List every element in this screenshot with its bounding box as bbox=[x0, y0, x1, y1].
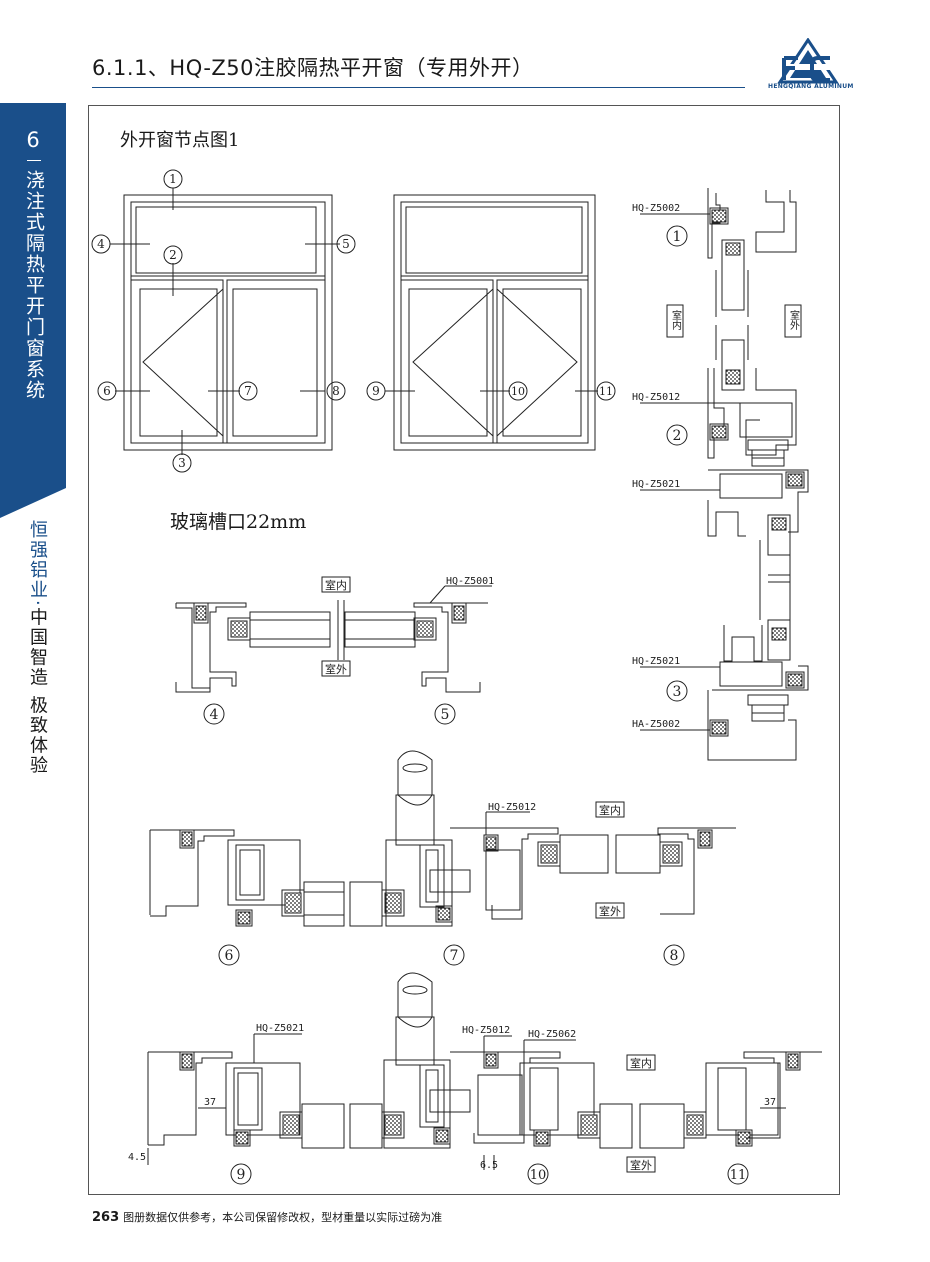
chapter-tab bbox=[0, 103, 66, 518]
node-3-label: 3 bbox=[178, 456, 186, 470]
window-elevation-left bbox=[123, 194, 333, 451]
section-8-label: 8 bbox=[670, 948, 679, 964]
node-circles bbox=[91, 169, 749, 1185]
brand-name: 恒强铝业 bbox=[27, 520, 48, 600]
dim-45: 4.5 bbox=[128, 1152, 146, 1163]
outdoor-label-678: 室外 bbox=[599, 904, 621, 918]
page-number: 263 bbox=[92, 1210, 120, 1225]
node-9-label: 9 bbox=[372, 384, 380, 398]
node-8-label: 8 bbox=[332, 384, 340, 398]
node-10-label: 10 bbox=[511, 385, 525, 398]
section-3-label: 3 bbox=[673, 684, 682, 700]
window-elevation-right bbox=[393, 194, 596, 451]
node-4-label: 4 bbox=[97, 237, 105, 251]
footer-note: 图册数据仅供参考，本公司保留修改权，型材重量以实际过磅为准 bbox=[123, 1211, 443, 1224]
indoor-label-vertical: 室内 bbox=[670, 309, 682, 331]
section-9-10-11 bbox=[147, 972, 822, 1173]
label-hq-z5012-right: HQ-Z5012 bbox=[632, 392, 680, 403]
label-hq-z5012-mid: HQ-Z5012 bbox=[488, 802, 536, 813]
label-hq-z5001: HQ-Z5001 bbox=[446, 576, 494, 587]
outdoor-label-vertical: 室外 bbox=[788, 309, 800, 331]
dim-65: 6.5 bbox=[480, 1160, 498, 1171]
indoor-label-678: 室内 bbox=[599, 803, 621, 817]
brand-slogan: 恒强铝业·中国智造 极致体验 bbox=[22, 520, 48, 775]
section-11-label: 11 bbox=[730, 1168, 747, 1183]
section-9-label: 9 bbox=[237, 1167, 246, 1183]
label-hq-z5021-bottom: HQ-Z5021 bbox=[256, 1023, 304, 1034]
node-5-label: 5 bbox=[342, 237, 350, 251]
outdoor-label-91011: 室外 bbox=[630, 1158, 652, 1172]
dim-37-left: 37 bbox=[204, 1097, 216, 1108]
label-hq-z5002-top: HQ-Z5002 bbox=[632, 203, 680, 214]
section-6-7-8 bbox=[149, 750, 736, 927]
glass-slot-note: 玻璃槽口22mm bbox=[170, 511, 307, 533]
node-1-label: 1 bbox=[169, 172, 177, 186]
section-4-5 bbox=[175, 576, 492, 693]
chapter-title: 浇注式隔热平开门窗系统 bbox=[23, 170, 45, 401]
label-hq-z5021-upper: HQ-Z5021 bbox=[632, 479, 680, 490]
section-6-label: 6 bbox=[225, 948, 234, 964]
label-ha-z5002: HA-Z5002 bbox=[632, 719, 680, 730]
slogan-dot: · bbox=[27, 600, 48, 608]
section-4-label: 4 bbox=[210, 707, 219, 723]
indoor-label-91011: 室内 bbox=[630, 1056, 652, 1070]
section-1-label: 1 bbox=[673, 229, 682, 245]
section-10-label: 10 bbox=[530, 1168, 547, 1183]
outdoor-label-45: 室外 bbox=[325, 662, 347, 676]
label-hq-z5021-lower: HQ-Z5021 bbox=[632, 656, 680, 667]
label-hq-z5012-bottom: HQ-Z5012 bbox=[462, 1025, 510, 1036]
section-1-2-3 bbox=[640, 188, 809, 761]
section-7-label: 7 bbox=[450, 948, 459, 964]
header-rule bbox=[92, 87, 745, 88]
slogan-text: 中国智造 极致体验 bbox=[27, 607, 48, 776]
node-11-label: 11 bbox=[599, 385, 613, 398]
section-title: 外开窗节点图1 bbox=[120, 130, 240, 151]
section-2-label: 2 bbox=[673, 428, 682, 444]
drawing-frame bbox=[88, 105, 840, 1195]
company-logo bbox=[776, 38, 840, 84]
indoor-label-45: 室内 bbox=[325, 578, 347, 592]
chapter-number: 6 bbox=[26, 128, 40, 152]
node-7-label: 7 bbox=[244, 384, 252, 398]
dim-37-right: 37 bbox=[764, 1097, 776, 1108]
label-hq-z5062: HQ-Z5062 bbox=[528, 1029, 576, 1040]
chapter-divider bbox=[27, 160, 41, 161]
page-title: 6.1.1、HQ-Z50注胶隔热平开窗（专用外开） bbox=[92, 56, 534, 80]
node-2-label: 2 bbox=[169, 248, 177, 262]
section-5-label: 5 bbox=[441, 707, 450, 723]
logo-text: HENGQIANG ALUMINUM bbox=[768, 83, 854, 90]
node-6-label: 6 bbox=[103, 384, 111, 398]
